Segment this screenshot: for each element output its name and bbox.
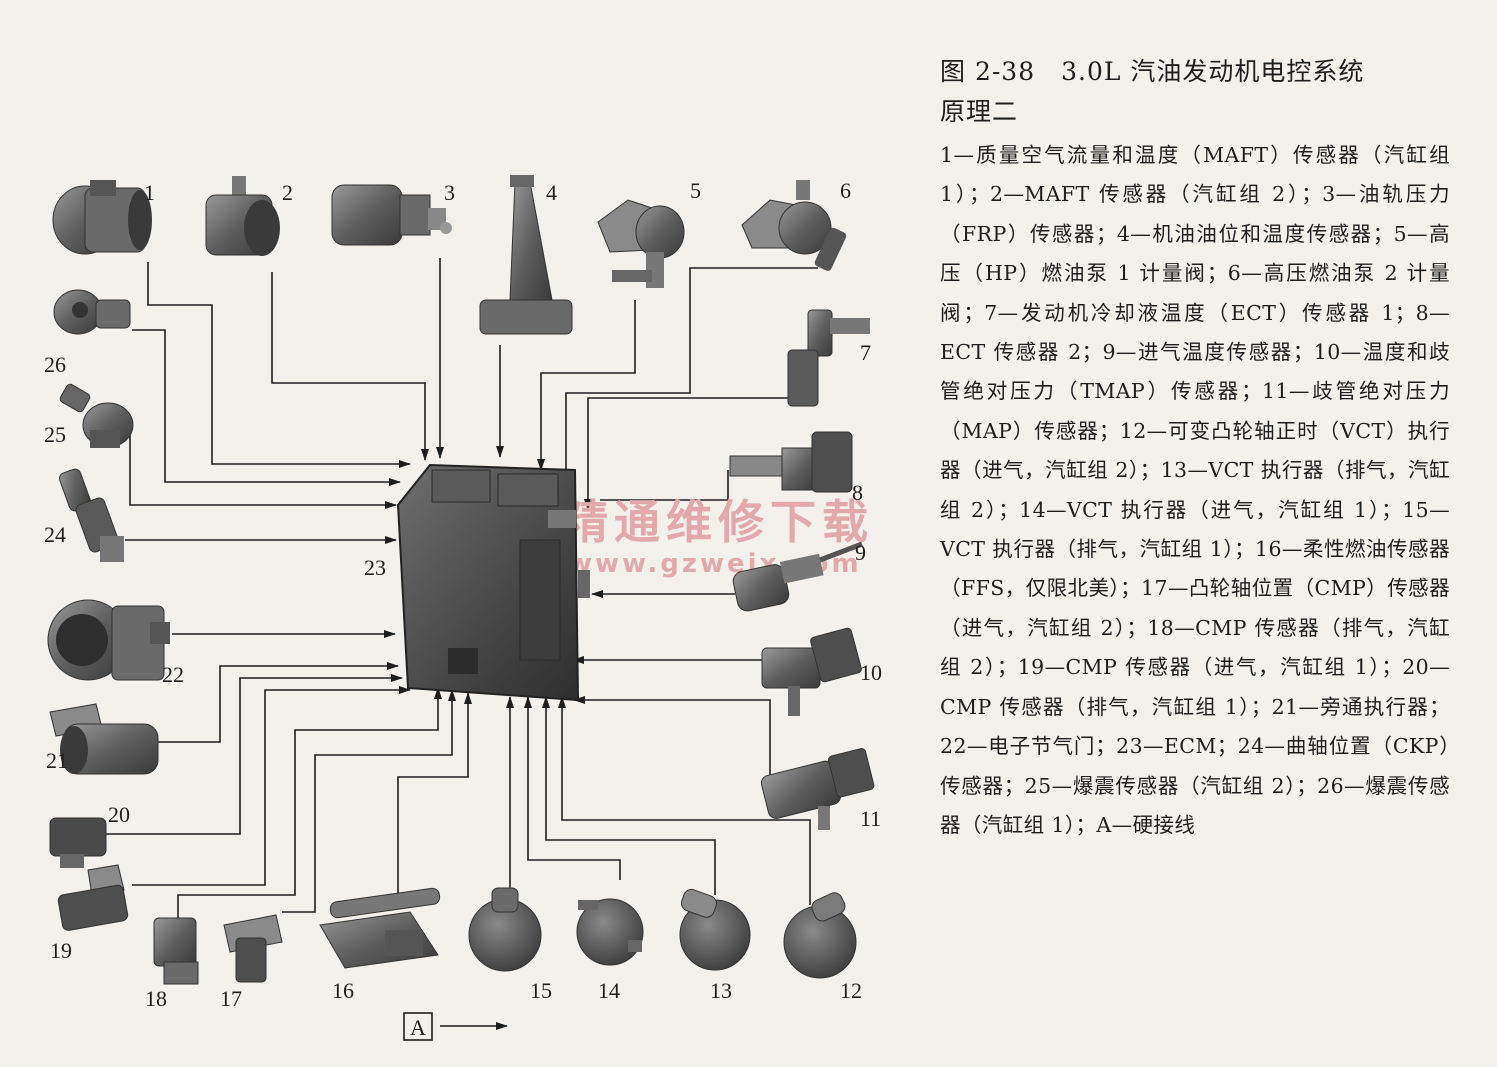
line-11 (573, 696, 771, 782)
line-6 (562, 267, 818, 489)
ect-sensor-2-icon (729, 431, 853, 493)
label-25: 25 (44, 422, 66, 447)
connection-lines (105, 258, 818, 1030)
oil-level-sensor-icon (479, 175, 573, 335)
label-4: 4 (546, 180, 557, 205)
label-19: 19 (50, 938, 72, 963)
map-sensor-icon (760, 748, 875, 830)
watermark: 精通维修下载 www.gzweix.com (562, 495, 874, 579)
maft-sensor-1-icon (52, 180, 152, 255)
line-1 (147, 262, 411, 468)
label-8: 8 (852, 480, 863, 505)
label-15: 15 (530, 978, 552, 1003)
cmp-sensor-18-icon (153, 917, 199, 985)
vct-actuator-12-icon (783, 892, 857, 979)
vct-actuator-14-icon (576, 898, 644, 966)
label-10: 10 (860, 660, 882, 685)
line-13 (542, 696, 716, 895)
label-16: 16 (332, 978, 354, 1003)
caption-body: 1—质量空气流量和温度（MAFT）传感器（汽缸组 1）；2—MAFT 传感器（汽… (940, 143, 1450, 837)
line-18 (177, 687, 442, 918)
label-2: 2 (282, 180, 293, 205)
line-17 (282, 689, 456, 913)
bypass-actuator-icon (49, 703, 159, 775)
hp-pump-valve-1-icon (597, 199, 685, 288)
line-5 (537, 300, 636, 471)
label-22: 22 (162, 662, 184, 687)
label-17: 17 (220, 986, 242, 1011)
vct-actuator-15-icon (468, 887, 542, 972)
label-26: 26 (44, 352, 66, 377)
label-18: 18 (145, 986, 167, 1011)
label-5: 5 (690, 178, 701, 203)
line-19 (132, 686, 411, 886)
caption-title-line2: 原理二 (940, 97, 1019, 126)
line-8 (600, 470, 729, 501)
line-2 (271, 272, 429, 461)
number-labels: 1 2 3 4 5 6 7 8 9 10 11 12 13 14 15 16 1… (44, 178, 882, 1011)
label-1: 1 (144, 180, 155, 205)
electronic-throttle-icon (47, 599, 170, 681)
flex-fuel-sensor-icon (319, 887, 441, 969)
maft-sensor-2-icon (205, 176, 280, 256)
cmp-sensor-20-icon (49, 817, 107, 868)
label-13: 13 (710, 978, 732, 1003)
ect-sensor-1-icon (787, 309, 870, 407)
watermark-line1: 精通维修下载 (562, 495, 874, 549)
line-20 (105, 674, 403, 835)
cmp-sensor-17-icon (223, 914, 283, 983)
label-20: 20 (108, 802, 130, 827)
frp-sensor-icon (331, 184, 452, 246)
line-26 (132, 329, 401, 486)
caption-title-line1: 图 2-38 3.0L 汽油发动机电控系统 (940, 57, 1365, 86)
tmap-sensor-icon (761, 627, 862, 716)
ecm-wiring-diagram: 精通维修下载 www.gzweix.com (44, 175, 882, 1041)
knock-sensor-1-icon (53, 289, 131, 335)
line-21 (158, 662, 399, 743)
label-21: 21 (46, 748, 68, 773)
line-14 (524, 696, 621, 880)
ecm-module (396, 463, 590, 702)
figure-caption: 图 2-38 3.0L 汽油发动机电控系统 原理二 1—质量空气流量和温度（MA… (940, 52, 1450, 845)
label-14: 14 (598, 978, 620, 1003)
hp-pump-valve-2-icon (741, 180, 847, 271)
cmp-sensor-19-icon (57, 864, 129, 931)
label-12: 12 (840, 978, 862, 1003)
label-23: 23 (364, 555, 386, 580)
label-3: 3 (444, 180, 455, 205)
label-7: 7 (860, 340, 871, 365)
line-12 (558, 696, 811, 905)
label-24: 24 (44, 522, 66, 547)
ckp-sensor-icon (59, 468, 124, 562)
label-9: 9 (855, 540, 866, 565)
line-16 (397, 692, 472, 905)
label-6: 6 (840, 178, 851, 203)
vct-actuator-13-icon (679, 888, 751, 971)
label-11: 11 (860, 806, 881, 831)
knock-sensor-2-icon (59, 383, 134, 448)
legend-a-label: A (410, 1015, 426, 1040)
line-25 (122, 431, 397, 509)
iat-sensor-icon (732, 541, 863, 612)
legend-a: A (403, 1012, 433, 1041)
line-7 (584, 397, 795, 511)
